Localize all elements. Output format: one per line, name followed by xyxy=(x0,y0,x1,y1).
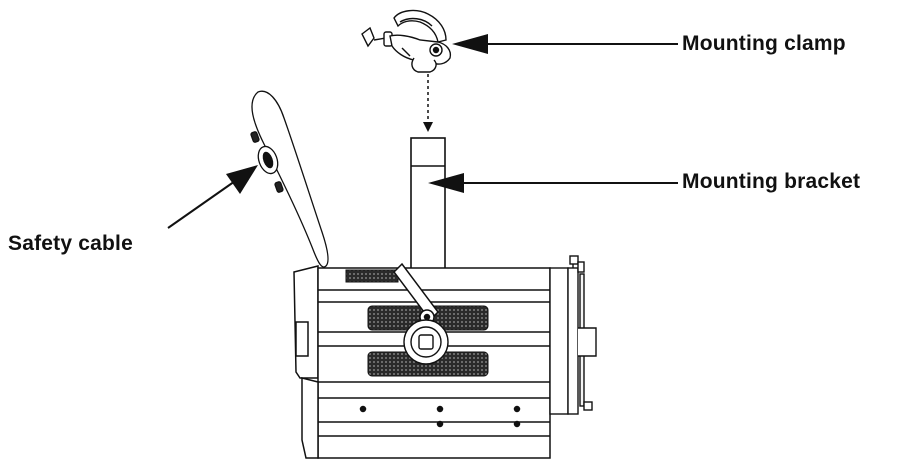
mounting-bracket-label: Mounting bracket xyxy=(682,170,861,193)
front-frame xyxy=(549,255,597,415)
callout-arrows xyxy=(167,34,678,229)
safety-cable-label: Safety cable xyxy=(8,232,133,255)
alignment-arrow xyxy=(423,74,433,132)
safety-cable xyxy=(250,90,329,268)
mounting-clamp-label: Mounting clamp xyxy=(682,32,846,55)
mounting-clamp xyxy=(361,9,452,73)
yoke-pivot-knob xyxy=(403,319,449,365)
